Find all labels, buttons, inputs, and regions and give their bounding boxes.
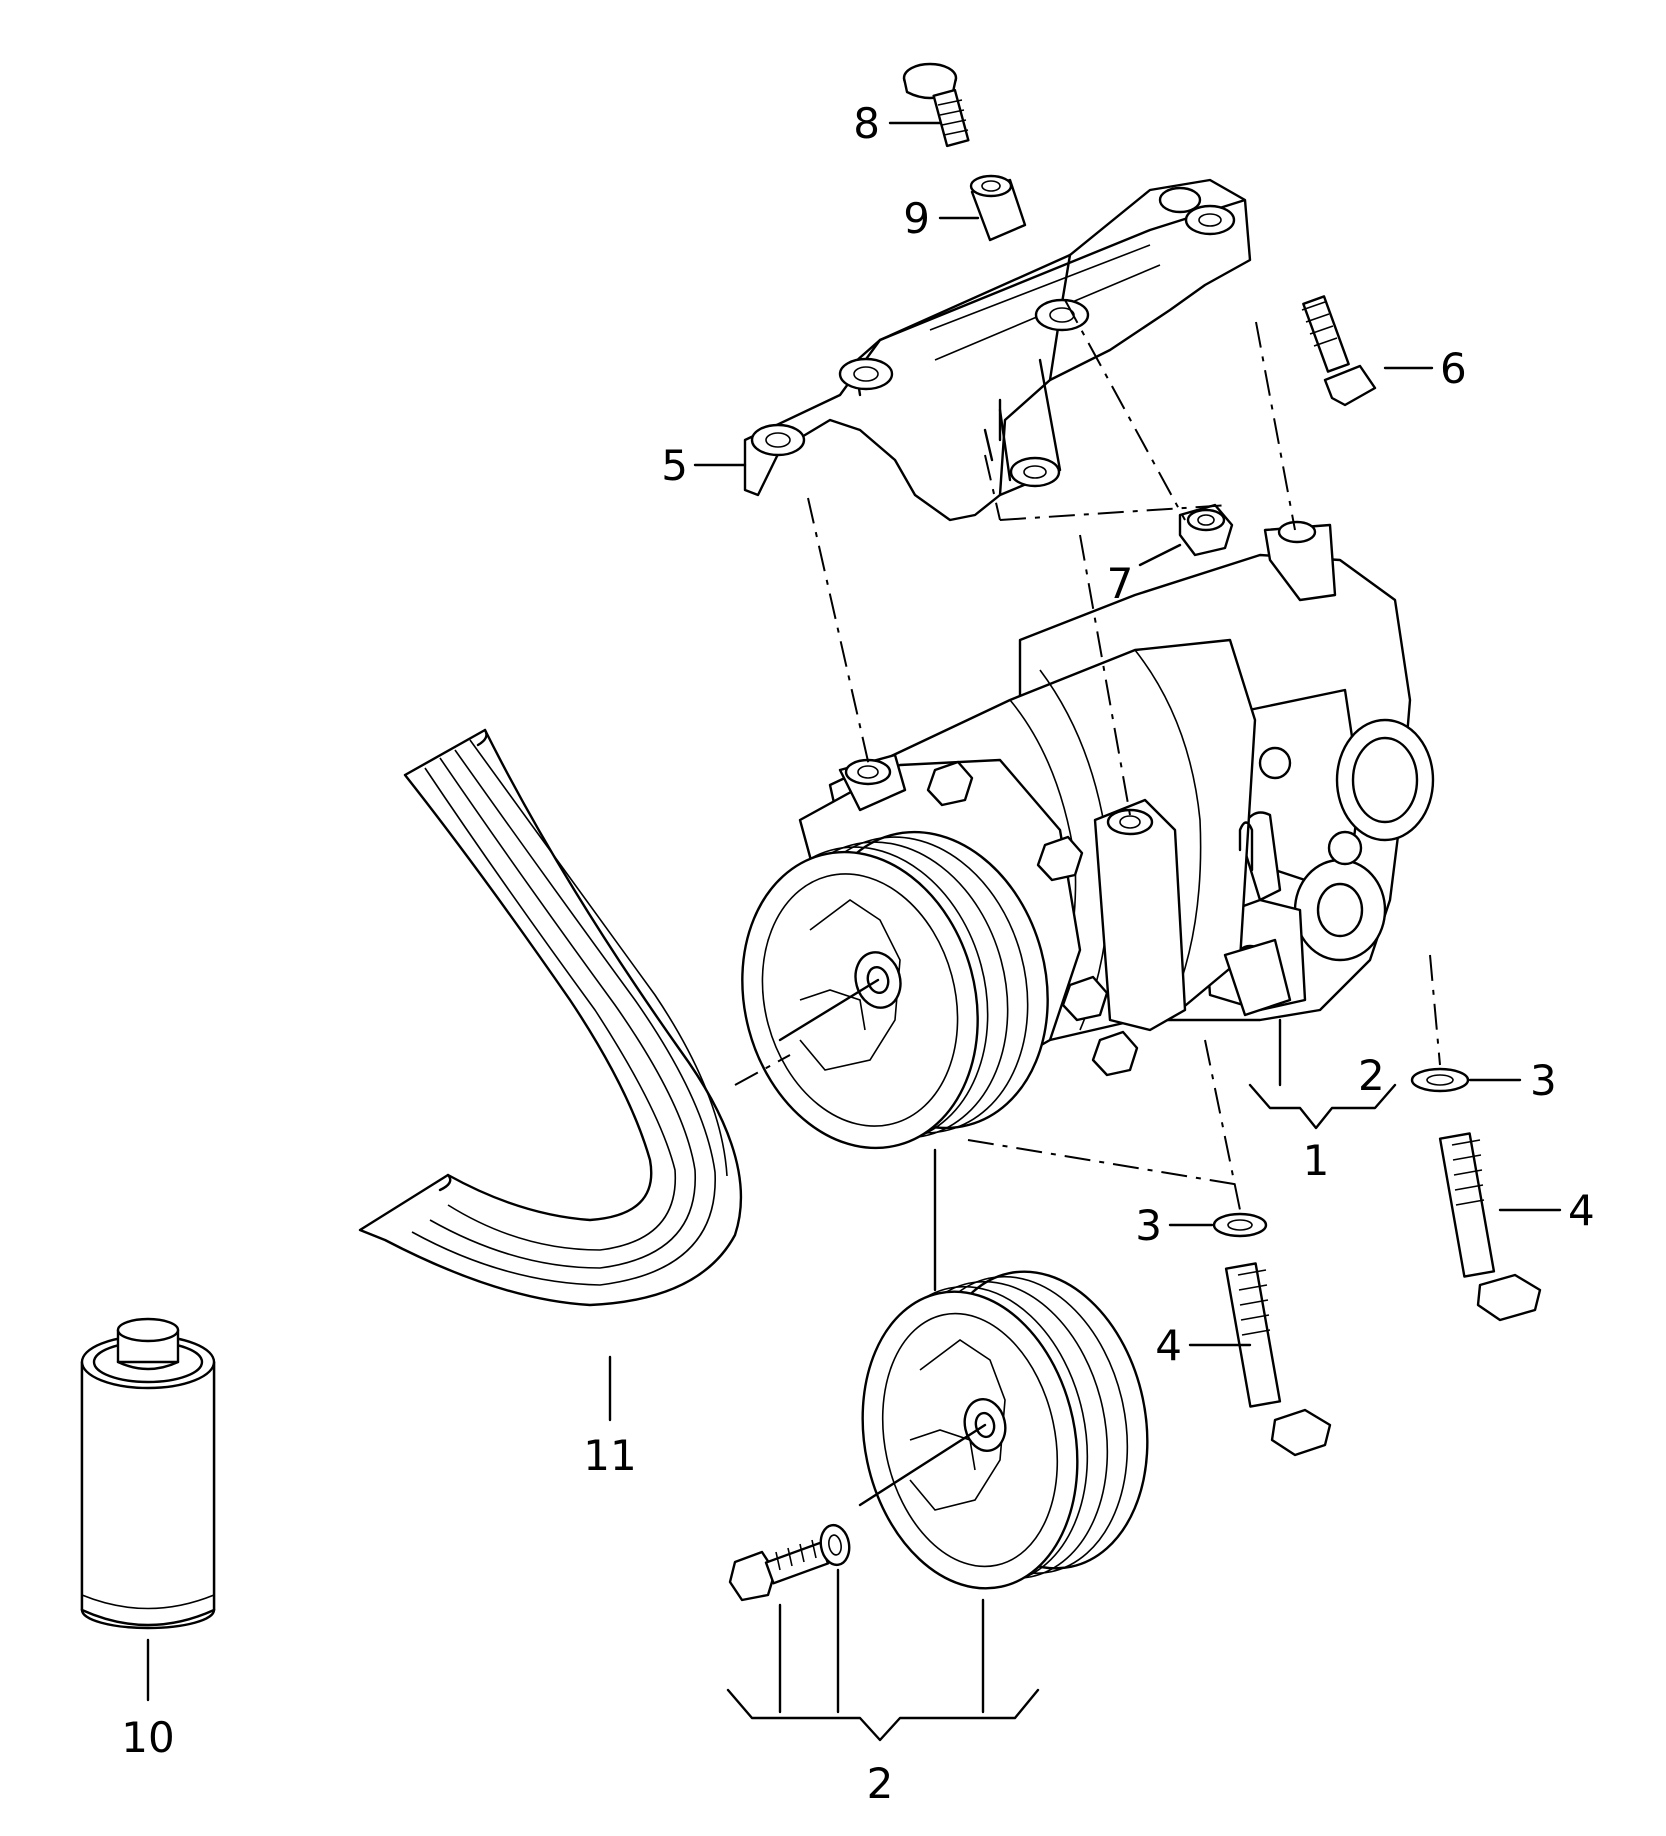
front-flange-bolts — [926, 760, 1139, 1077]
callout-6: 6 — [1440, 344, 1467, 393]
oil-container — [80, 1317, 216, 1630]
bolt-6 — [1301, 295, 1377, 407]
group-bracket-1 — [1248, 1083, 1397, 1130]
callout-3b: 3 — [1135, 1201, 1162, 1250]
callout-4b: 4 — [1155, 1321, 1182, 1370]
callout-4a: 4 — [1568, 1186, 1595, 1235]
axis-line-2 — [858, 1423, 987, 1507]
callout-11: 11 — [583, 1431, 636, 1480]
washer-3-right — [1410, 1067, 1470, 1093]
drive-belt — [358, 728, 743, 1307]
clutch-pulley-mounted — [741, 830, 1049, 1150]
callout-9: 9 — [903, 194, 930, 243]
clutch-pulley-loose — [861, 1270, 1149, 1590]
leader-7 — [1138, 543, 1182, 567]
bolt-4-left — [1224, 1262, 1332, 1457]
pulley-bolt — [728, 1539, 830, 1602]
callout-2b: 2 — [867, 1759, 894, 1808]
mounting-bracket — [743, 178, 1252, 522]
ac-compressor — [798, 520, 1435, 1082]
group-bracket-2 — [726, 1568, 1040, 1742]
axis-line — [778, 978, 880, 1042]
washer-3-left — [1212, 1212, 1268, 1238]
callout-3a: 3 — [1530, 1056, 1557, 1105]
bolt-8 — [902, 62, 970, 148]
callout-10: 10 — [121, 1713, 174, 1762]
bushing-9 — [969, 174, 1027, 242]
nut-7 — [1178, 503, 1234, 557]
callout-1: 1 — [1303, 1136, 1330, 1185]
bolt-4-right — [1438, 1132, 1542, 1322]
assembly-center-lines — [734, 299, 1441, 1292]
callout-8: 8 — [853, 99, 880, 148]
callout-5: 5 — [661, 441, 688, 490]
pulley-washer — [819, 1523, 851, 1567]
callout-2a: 2 — [1358, 1051, 1385, 1100]
